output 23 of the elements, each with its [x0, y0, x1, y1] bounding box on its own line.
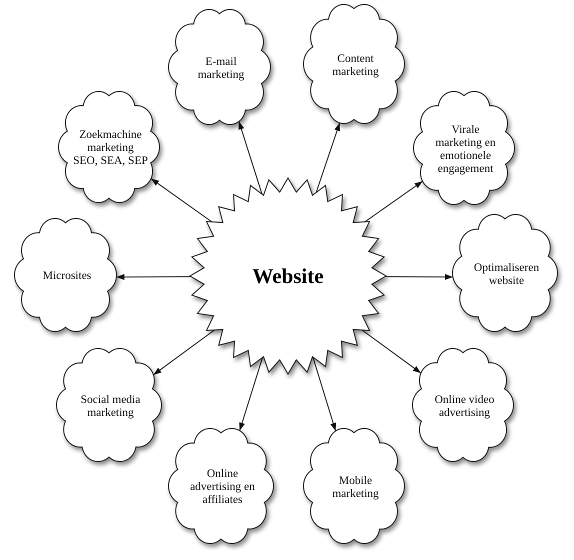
arrow [312, 356, 336, 432]
topic-text: Online video advertising [434, 394, 495, 420]
topic-text: Online advertising en affiliates [190, 468, 256, 507]
arrow [150, 178, 212, 222]
topic-text: SEO, SEA, SEP [72, 155, 148, 168]
arrow [116, 274, 192, 280]
arrow [238, 120, 263, 195]
topic-text: Virale marketing en emotionele engagement [434, 124, 496, 176]
topic-text: Microsites [42, 270, 92, 283]
arrow [239, 356, 264, 432]
center-title: Website [252, 264, 324, 288]
arrow [361, 330, 422, 374]
topic-text: Content marketing [332, 52, 380, 78]
arrow [316, 122, 340, 194]
arrow [364, 180, 424, 222]
topic-text: Zoekmachine marketing [78, 129, 142, 155]
topic-text: Mobile marketing [332, 474, 380, 500]
arrow [152, 329, 216, 376]
starburst-shape [188, 176, 388, 376]
topic-text: E-mail marketing [197, 56, 245, 82]
topic-text: Social media marketing [80, 394, 141, 420]
topic-text: Optimaliseren website [473, 262, 540, 288]
arrow [384, 274, 454, 280]
